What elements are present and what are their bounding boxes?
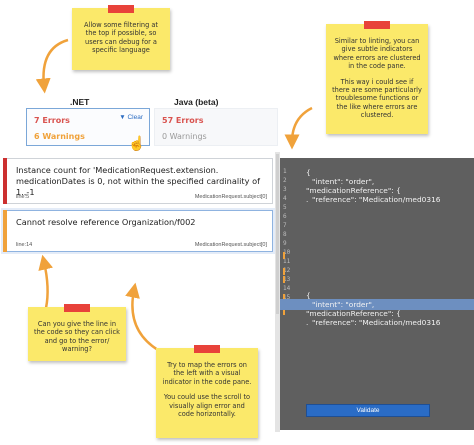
warning-indicator	[3, 210, 7, 252]
tab-net[interactable]: 7 Errors 6 Warnings ▼ Clear	[26, 108, 150, 146]
issue-warning[interactable]: Cannot resolve reference Organization/f0…	[3, 210, 273, 252]
tape	[194, 345, 220, 353]
issue-path: MedicationRequest.subject[0]	[194, 242, 267, 248]
tab-java-title: Java (beta)	[174, 97, 219, 107]
tape	[64, 304, 90, 312]
code-line: "medicationReference": {	[306, 186, 401, 195]
warning-marker[interactable]	[283, 294, 285, 301]
line-number: 5	[283, 204, 287, 211]
clear-filter-button[interactable]: ▼ Clear	[119, 114, 143, 121]
line-number: 15	[283, 294, 291, 301]
line-number: 12	[283, 267, 291, 274]
line-number: 2	[283, 177, 287, 184]
net-error-count[interactable]: 7 Errors	[34, 116, 70, 125]
code-line: "reference": "Medication/med0316	[312, 195, 441, 204]
warning-marker[interactable]	[283, 252, 285, 259]
code-line: "reference": "Medication/med0316	[312, 318, 441, 327]
issue-message: Instance count for 'MedicationRequest.ex…	[16, 165, 260, 197]
warning-marker[interactable]	[283, 276, 285, 283]
note-text: You could use the scroll to visually ali…	[163, 393, 251, 419]
line-number: 8	[283, 231, 287, 238]
issue-line-link[interactable]: line:14	[16, 242, 33, 248]
line-gutter: 12345678910111213141516	[280, 158, 301, 430]
filter-icon: ▼	[119, 114, 126, 121]
line-number: 6	[283, 213, 287, 220]
fold-marker[interactable]: .	[306, 318, 309, 327]
arrow-line	[38, 254, 53, 309]
tab-net-title: .NET	[70, 97, 90, 107]
language-filter: .NET Java (beta) 7 Errors 6 Warnings ▼ C…	[20, 97, 278, 151]
line-number: 14	[283, 285, 291, 292]
line-number: 7	[283, 222, 287, 229]
line-number: 13	[283, 276, 291, 283]
note-text: This way i could see if there are some p…	[332, 77, 422, 120]
tab-java[interactable]: 57 Errors 0 Warnings	[154, 108, 278, 146]
warning-marker[interactable]	[283, 308, 285, 315]
line-number: 4	[283, 195, 287, 202]
tape	[364, 21, 390, 29]
hand-cursor-icon: ☝	[128, 135, 146, 151]
code-line: "medicationReference": {	[306, 309, 401, 318]
java-warning-count[interactable]: 0 Warnings	[162, 132, 207, 141]
line-number: 10	[283, 249, 291, 256]
code-line: {	[306, 168, 311, 177]
arrow-map	[125, 282, 159, 352]
line-number: 9	[283, 240, 287, 247]
line-number: 3	[283, 186, 287, 193]
note-text: Can you give the line in the code so the…	[34, 320, 120, 354]
error-indicator	[3, 158, 7, 204]
issue-message: Cannot resolve reference Organization/f0…	[16, 217, 196, 227]
tape	[108, 5, 134, 13]
issues-scrollbar[interactable]	[276, 154, 279, 314]
issue-line-link[interactable]: line:5	[16, 194, 30, 200]
arrow-filter	[35, 38, 69, 94]
issue-path: MedicationRequest.subject[0]	[194, 194, 267, 200]
code-pane[interactable]: 12345678910111213141516 {"intent": "orde…	[280, 158, 474, 430]
sticky-note-line: Can you give the line in the code so the…	[28, 304, 126, 361]
code-line: "intent": "order",	[312, 177, 375, 186]
sticky-note-map: Try to map the errors on the left with a…	[156, 345, 258, 438]
highlighted-line	[280, 299, 474, 310]
code-line: {	[306, 291, 311, 300]
clear-label: Clear	[127, 114, 143, 121]
code-line: "intent": "order",	[312, 300, 375, 309]
sticky-note-linting: Similar to linting, you can give subtle …	[326, 21, 428, 134]
note-text: Try to map the errors on the left with a…	[162, 361, 252, 386]
issue-error[interactable]: Instance count for 'MedicationRequest.ex…	[3, 158, 273, 204]
net-warning-count[interactable]: 6 Warnings	[34, 132, 85, 141]
line-number: 1	[283, 168, 287, 175]
warning-marker[interactable]	[283, 268, 285, 275]
arrow-linting	[284, 106, 313, 150]
line-number: 11	[283, 258, 291, 265]
note-text: Allow some filtering at the top if possi…	[84, 21, 158, 55]
java-error-count[interactable]: 57 Errors	[162, 116, 204, 125]
note-text: Similar to linting, you can give subtle …	[333, 37, 421, 71]
fold-marker[interactable]: .	[306, 195, 309, 204]
validate-button[interactable]: Validate	[306, 404, 430, 417]
sticky-note-filter: Allow some filtering at the top if possi…	[72, 5, 170, 70]
